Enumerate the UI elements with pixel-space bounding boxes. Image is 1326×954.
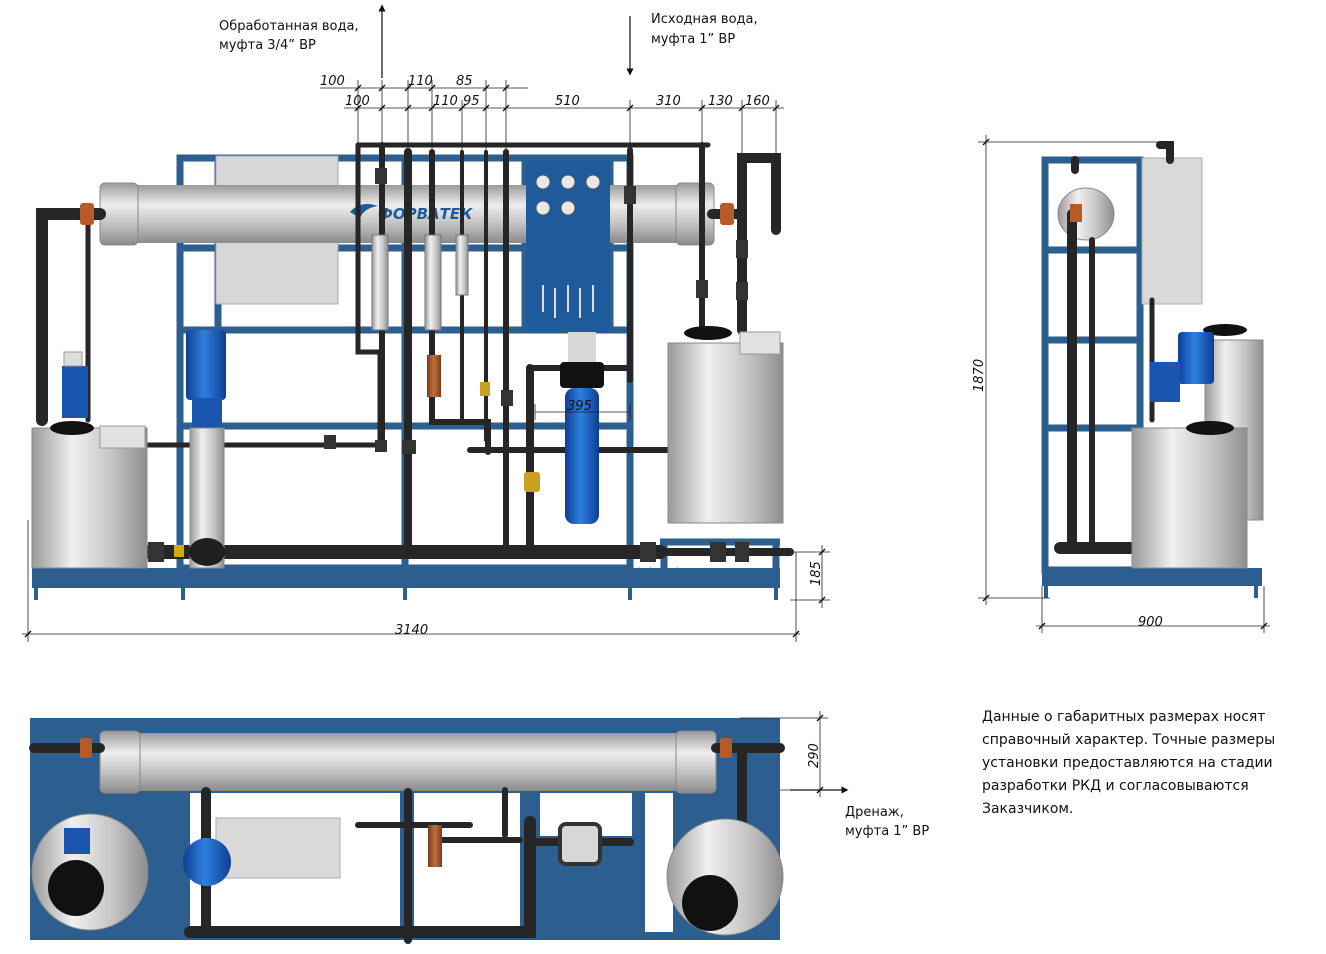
dim-label: 290	[807, 743, 822, 768]
front-valves	[148, 168, 749, 562]
pressure-gauge-icon	[535, 174, 551, 190]
side-dosing-pump	[1150, 362, 1180, 402]
pressure-gauge-icon	[535, 200, 551, 216]
source-water-label: муфта 1” ВР	[651, 32, 735, 47]
pressure-gauge-icon	[560, 174, 576, 190]
drain-label: Дренаж,	[845, 805, 904, 820]
top-dimensions: 100 110 85 100 110 95 510 310 130 160	[320, 74, 784, 158]
dim-label: 100	[320, 74, 345, 89]
side-membrane	[1057, 187, 1115, 241]
clamp	[720, 203, 734, 225]
top-pump	[183, 838, 231, 886]
dim-label: 130	[708, 94, 733, 109]
fitting	[480, 382, 490, 396]
side-cabinet	[1141, 157, 1203, 305]
top-filter	[558, 822, 602, 866]
side-tank-front	[1131, 427, 1248, 569]
dim-label: 1870	[972, 359, 987, 392]
flowmeter	[424, 234, 442, 331]
drain-label: муфта 1” ВР	[845, 824, 929, 839]
dosing-valve	[427, 355, 441, 397]
gauge-panel	[526, 160, 610, 332]
dimensions-note: Данные о габаритных размерах носят справ…	[982, 709, 1276, 817]
dim-label: 510	[555, 94, 580, 109]
dim-label: 95	[463, 94, 480, 109]
dim-label: 185	[809, 561, 824, 586]
dim-label: 3140	[395, 623, 428, 638]
top-view: 290 Дренаж, муфта 1” ВР	[29, 711, 929, 944]
right-tank	[667, 326, 784, 524]
hp-pump	[186, 330, 226, 569]
dim-label: 160	[745, 94, 770, 109]
dim-label: 310	[656, 94, 681, 109]
clamp	[80, 203, 94, 225]
dim-label: 110	[408, 74, 433, 89]
source-water-label: Исходная вода,	[651, 12, 758, 27]
dim-label: 100	[345, 94, 370, 109]
dim-label: 85	[456, 74, 473, 89]
front-view: ФОРВАТЕК	[22, 4, 830, 642]
treated-water-label: муфта 3/4” ВР	[219, 38, 316, 53]
pressure-gauge-icon	[585, 174, 601, 190]
side-pump	[1178, 332, 1214, 384]
treated-water-label: Обработанная вода,	[219, 19, 359, 34]
flowmeter	[455, 234, 469, 296]
dim-label: 395	[567, 399, 592, 414]
dosing-pump	[62, 366, 88, 418]
pressure-gauge-icon	[560, 200, 576, 216]
fitting	[174, 545, 184, 557]
cartridge-filter	[560, 332, 604, 524]
flowmeter	[371, 234, 389, 331]
left-tank	[31, 351, 148, 569]
dim-label: 110	[433, 94, 458, 109]
brand-logo: ФОРВАТЕК	[378, 205, 473, 223]
top-cabinet	[215, 817, 341, 879]
flow-sensor	[524, 472, 540, 492]
side-piping	[1054, 141, 1174, 554]
side-view: 1870 900	[972, 135, 1270, 633]
top-membrane	[100, 733, 716, 791]
dim-label: 900	[1138, 615, 1163, 630]
